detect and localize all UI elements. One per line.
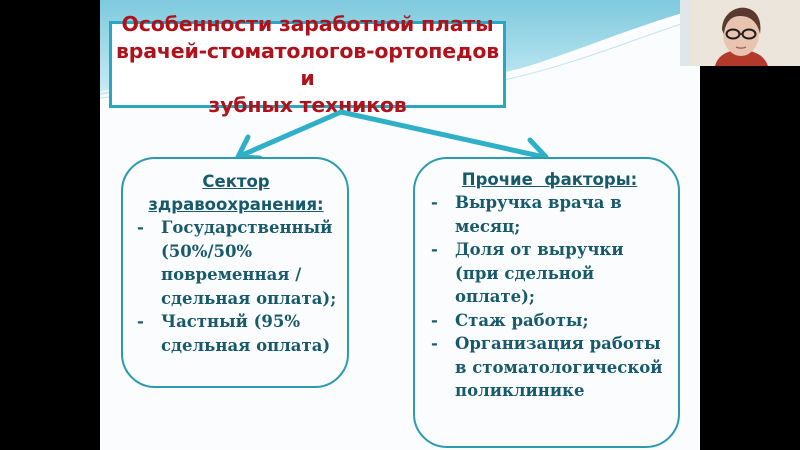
healthcare-sector-box: Сектор здравоохранения: -Государственный… (121, 157, 349, 388)
bullet-dash: - (431, 310, 438, 330)
bullet-dash: - (431, 240, 438, 259)
list-item: -Частный (95% сдельная оплата) (137, 312, 331, 355)
letterbox-left (0, 0, 100, 450)
healthcare-sector-heading: Сектор здравоохранения: (148, 172, 324, 214)
title-box: Особенности заработной платы врачей-стом… (109, 12, 506, 117)
bullet-dash: - (137, 312, 144, 331)
bullet-dash: - (137, 218, 144, 237)
slide-title: Особенности заработной платы врачей-стом… (116, 11, 499, 117)
list-item: -Организация работы в стоматологической … (431, 334, 663, 400)
presenter-webcam[interactable] (680, 0, 800, 66)
letterbox-right (700, 66, 800, 450)
list-item: -Доля от выручки (при сдельной оплате); (431, 240, 624, 306)
list-item: -Выручка врача в месяц; (431, 193, 622, 236)
bullet-dash: - (431, 193, 438, 212)
other-factors-box: Прочие факторы: -Выручка врача в месяц; … (413, 157, 680, 448)
healthcare-sector-list: -Государственный (50%/50% повременная /с… (135, 216, 337, 357)
presentation-slide: Особенности заработной платы врачей-стом… (100, 0, 700, 450)
list-item: -Государственный (50%/50% повременная /с… (137, 218, 337, 308)
other-factors-list: -Выручка врача в месяц; -Доля от выручки… (429, 191, 670, 403)
list-item: -Стаж работы; (429, 309, 670, 333)
other-factors-heading: Прочие факторы: (461, 170, 638, 189)
bullet-dash: - (431, 334, 438, 353)
presenter-video-frame (680, 0, 800, 66)
